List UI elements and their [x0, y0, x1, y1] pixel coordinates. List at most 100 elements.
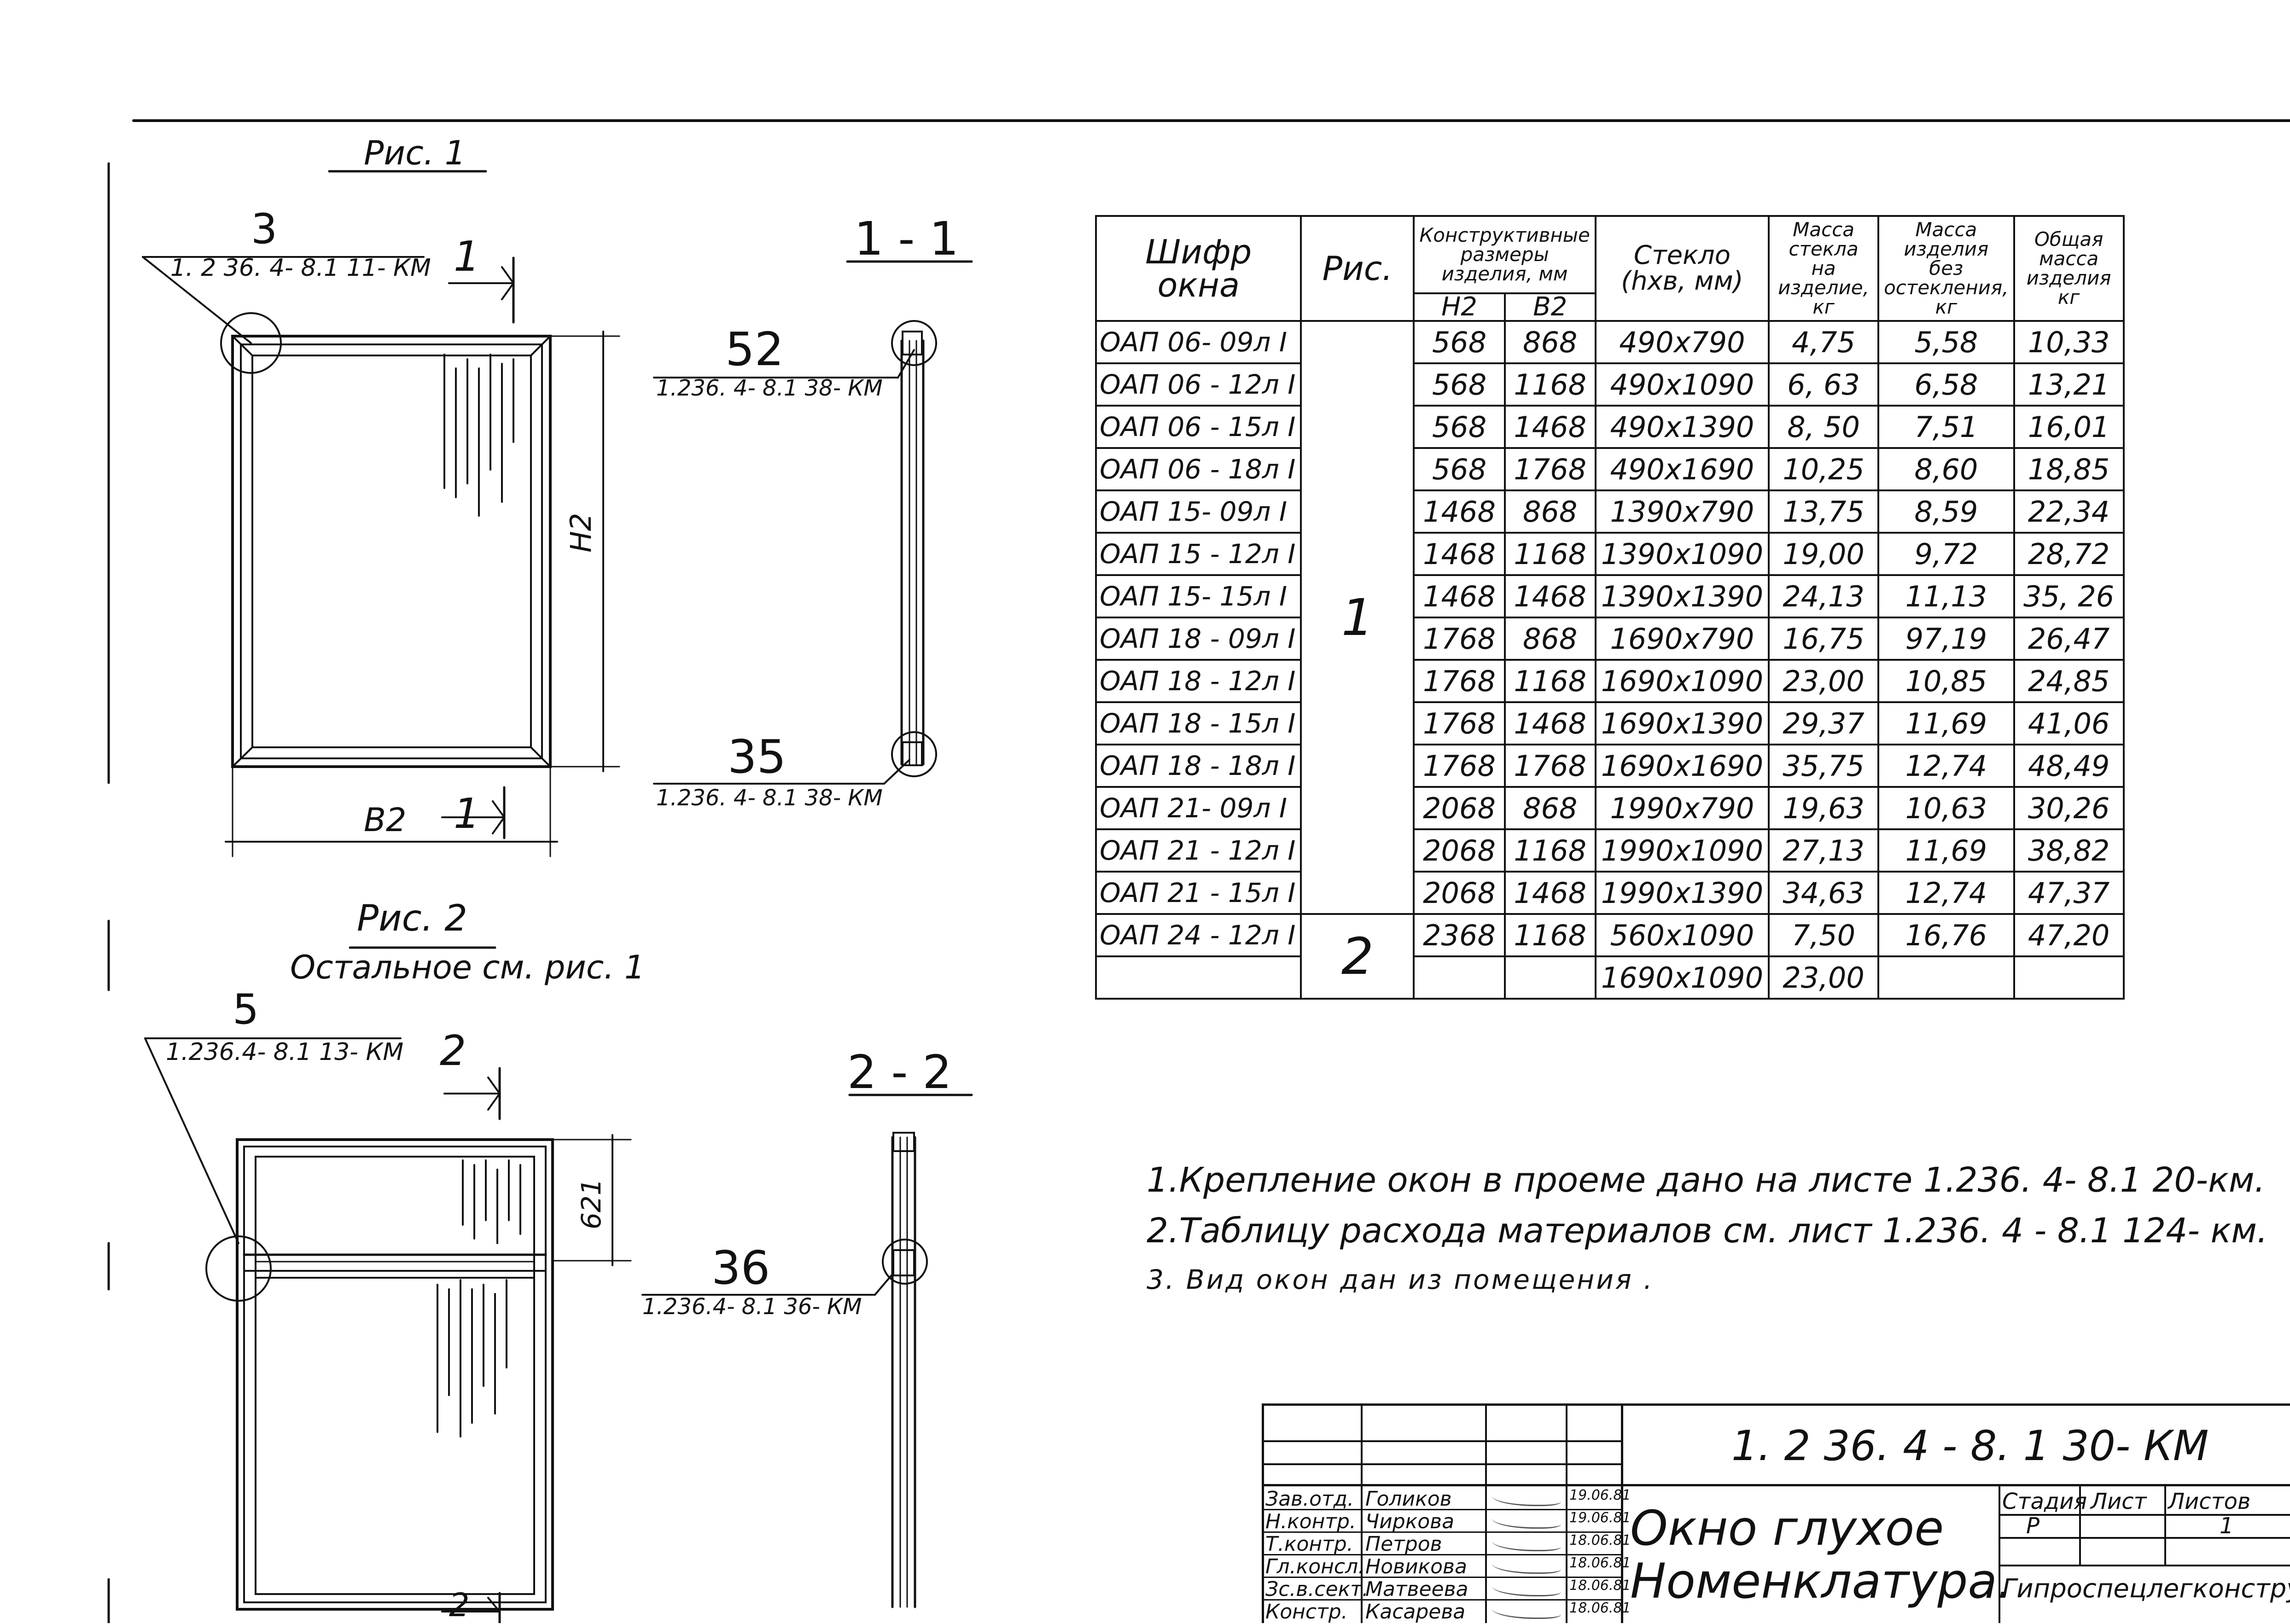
fig1-callout-number: 3 — [251, 205, 278, 253]
cell-glass-mass: 10,25 — [1768, 447, 1880, 491]
cell-h2: 1768 — [1413, 617, 1506, 661]
cell-b2: 868 — [1503, 489, 1597, 534]
cell-total: 22,34 — [2013, 489, 2125, 534]
section-1-1-title: 1 - 1 — [854, 212, 959, 266]
staff-name: Новикова — [1365, 1555, 1467, 1578]
fig1-window-frame — [231, 335, 552, 768]
cell-h2: 1768 — [1413, 659, 1506, 703]
staff-name: Голиков — [1365, 1487, 1452, 1511]
section-1-1-profile — [891, 320, 937, 777]
cell-glass: 490х790 — [1594, 320, 1770, 364]
cell-code: ОАП 06 - 15л I — [1095, 405, 1302, 449]
cell-h2: 568 — [1413, 362, 1506, 407]
cell-glass: 1690х790 — [1594, 617, 1770, 661]
fig1-dim-h2: H2 — [564, 512, 598, 553]
note-2: 2.Таблицу расхода материалов см. лист 1.… — [1147, 1211, 2268, 1251]
cell-glass-mass: 7,50 — [1768, 913, 1880, 957]
cell-code: ОАП 15 - 12л I — [1095, 532, 1302, 576]
cell-h2 — [1413, 955, 1506, 1000]
organization-name: Гипроспецлегконструкция — [2002, 1574, 2290, 1604]
cell-mass: 8,59 — [1877, 489, 2015, 534]
staff-name: Чиркова — [1365, 1510, 1455, 1533]
staff-date: 18.06.81 — [1569, 1555, 1631, 1571]
cell-b2 — [1503, 955, 1597, 1000]
cell-glass-mass: 27,13 — [1768, 828, 1880, 873]
cell-mass: 7,51 — [1877, 405, 2015, 449]
cell-glass: 1690х1090 — [1594, 955, 1770, 1000]
staff-date: 19.06.81 — [1569, 1487, 1631, 1503]
cell-glass: 1690х1690 — [1594, 744, 1770, 788]
cell-code: ОАП 21- 09л I — [1095, 786, 1302, 830]
staff-signature — [1492, 1535, 1561, 1551]
fig2-glass-hatch-top — [462, 1159, 521, 1244]
drawing-title-line1: Окно глухое — [1630, 1500, 1944, 1556]
cell-glass-mass: 35,75 — [1768, 744, 1880, 788]
cell-total: 48,49 — [2013, 744, 2125, 788]
header-h2: H2 — [1413, 292, 1506, 322]
cell-h2: 2068 — [1413, 786, 1506, 830]
note-3: 3. Вид окон дан из помещения . — [1147, 1264, 1654, 1295]
cell-code: ОАП 15- 09л I — [1095, 489, 1302, 534]
fig1-glass-hatch — [443, 354, 514, 517]
cell-code: ОАП 18 - 18л I — [1095, 744, 1302, 788]
cell-mass: 11,69 — [1877, 828, 2015, 873]
cell-glass: 490х1690 — [1594, 447, 1770, 491]
cell-h2: 568 — [1413, 320, 1506, 364]
cell-glass-mass: 19,63 — [1768, 786, 1880, 830]
header-b2: B2 — [1503, 292, 1597, 322]
header-figure: Рис. — [1300, 215, 1415, 322]
cell-total: 38,82 — [2013, 828, 2125, 873]
cell-total: 26,47 — [2013, 617, 2125, 661]
cell-mass: 12,74 — [1877, 744, 2015, 788]
cell-glass: 1990х1390 — [1594, 871, 1770, 915]
cell-b2: 1468 — [1503, 871, 1597, 915]
cell-b2: 1168 — [1503, 828, 1597, 873]
staff-date: 18.06.81 — [1569, 1577, 1631, 1594]
fig1-title: Рис. 1 — [364, 134, 466, 172]
cell-glass: 1990х790 — [1594, 786, 1770, 830]
cell-b2: 1768 — [1503, 744, 1597, 788]
cell-code: ОАП 06 - 12л I — [1095, 362, 1302, 407]
fig2-section-mark-bottom: 2 — [449, 1586, 470, 1624]
cell-b2: 868 — [1503, 786, 1597, 830]
cell-h2: 2068 — [1413, 828, 1506, 873]
cell-glass-mass: 6, 63 — [1768, 362, 1880, 407]
cell-mass: 6,58 — [1877, 362, 2015, 407]
cell-glass: 1390х1090 — [1594, 532, 1770, 576]
cell-h2: 1768 — [1413, 701, 1506, 745]
cell-glass-mass: 4,75 — [1768, 320, 1880, 364]
detail-35-number: 35 — [728, 730, 787, 784]
cell-glass: 1390х790 — [1594, 489, 1770, 534]
header-glass: Стекло (hxв, мм) — [1594, 215, 1770, 322]
cell-total: 10,33 — [2013, 320, 2125, 364]
cell-mass: 16,76 — [1877, 913, 2015, 957]
document-code: 1. 2 36. 4 - 8. 1 30- КМ — [1731, 1422, 2209, 1470]
cell-mass: 12,74 — [1877, 871, 2015, 915]
cell-h2: 1768 — [1413, 744, 1506, 788]
cell-mass — [1877, 955, 2015, 1000]
cell-mass: 10,63 — [1877, 786, 2015, 830]
cell-total: 41,06 — [2013, 701, 2125, 745]
title-block: 1. 2 36. 4 - 8. 1 30- КМ Окно глухое Ном… — [1262, 1403, 2290, 1624]
cell-b2: 1468 — [1503, 405, 1597, 449]
cell-total: 47,20 — [2013, 913, 2125, 957]
fig2-callout-number: 5 — [233, 985, 259, 1034]
cell-mass: 11,69 — [1877, 701, 2015, 745]
section-2-2-profile — [882, 1132, 928, 1608]
cell-code: ОАП 06 - 18л I — [1095, 447, 1302, 491]
cell-figure-group-2: 2 — [1300, 913, 1415, 1000]
staff-role: Констр. — [1265, 1600, 1348, 1624]
header-total-mass: Общая масса изделия кг — [2013, 215, 2125, 322]
cell-glass: 1390х1390 — [1594, 574, 1770, 618]
cell-code: ОАП 06- 09л I — [1095, 320, 1302, 364]
cell-glass: 490х1390 — [1594, 405, 1770, 449]
cell-total: 47,37 — [2013, 871, 2125, 915]
